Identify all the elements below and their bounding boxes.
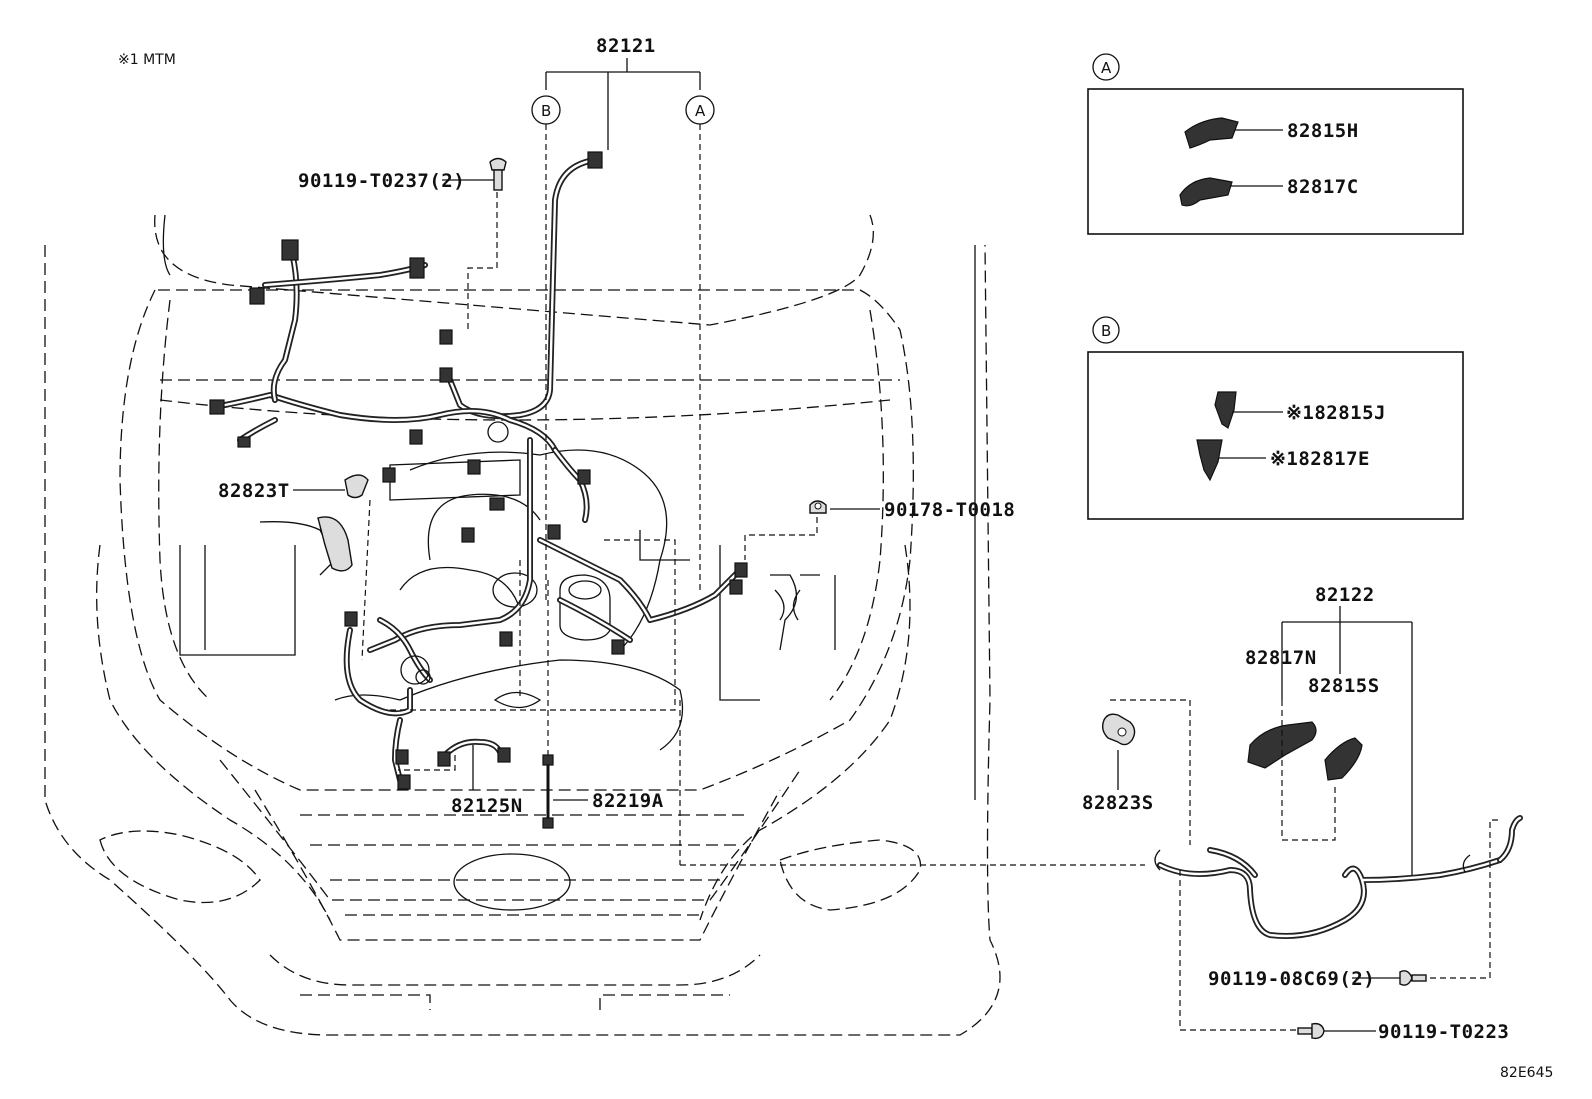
label-bolt-90119-08c69: 90119-08C69(2)	[1208, 968, 1375, 990]
small-harness-82125n	[437, 738, 511, 790]
label-82121: 82121	[596, 35, 656, 57]
main-engine-harness	[209, 151, 748, 790]
clip-82823t	[293, 474, 369, 499]
wire-82219a	[542, 754, 588, 829]
label-82815h: 82815H	[1287, 120, 1359, 142]
inset-a	[1087, 53, 1464, 235]
label-82823t: 82823T	[218, 480, 290, 502]
car-body-outline	[44, 214, 1001, 1036]
label-bolt-90119-t0237: 90119-T0237(2)	[298, 170, 465, 192]
label-82122: 82122	[1315, 584, 1375, 606]
bolt-90119-t0237	[442, 157, 507, 191]
label-82817c: 82817C	[1287, 176, 1359, 198]
label-82125n: 82125N	[451, 795, 523, 817]
callout-a-marker: A	[695, 102, 706, 120]
label-bolt-90119-t0223: 90119-T0223	[1378, 1021, 1509, 1043]
label-82823s: 82823S	[1082, 792, 1154, 814]
mtm-note: ※1 MTM	[118, 52, 176, 68]
label-82817e: ※182817E	[1270, 448, 1370, 470]
front-harness-82122	[1101, 606, 1523, 1040]
label-82817n: 82817N	[1245, 647, 1317, 669]
callout-b-marker: B	[541, 102, 551, 120]
drawing-code: 82E645	[1500, 1065, 1553, 1081]
label-nut-90178-t0018: 90178-T0018	[884, 499, 1015, 521]
label-82815j: ※182815J	[1286, 402, 1386, 424]
nut-90178-t0018	[809, 500, 880, 514]
inset-a-marker: A	[1101, 59, 1112, 77]
inset-b	[1087, 316, 1464, 520]
label-82815s: 82815S	[1308, 675, 1380, 697]
callout-bracket-82121	[361, 58, 1145, 866]
labels: ※1 MTM 82121 B A 90119-T0237(2) 82823T 9…	[118, 35, 1553, 1081]
label-82219a: 82219A	[592, 790, 664, 812]
inset-b-marker: B	[1101, 322, 1111, 340]
